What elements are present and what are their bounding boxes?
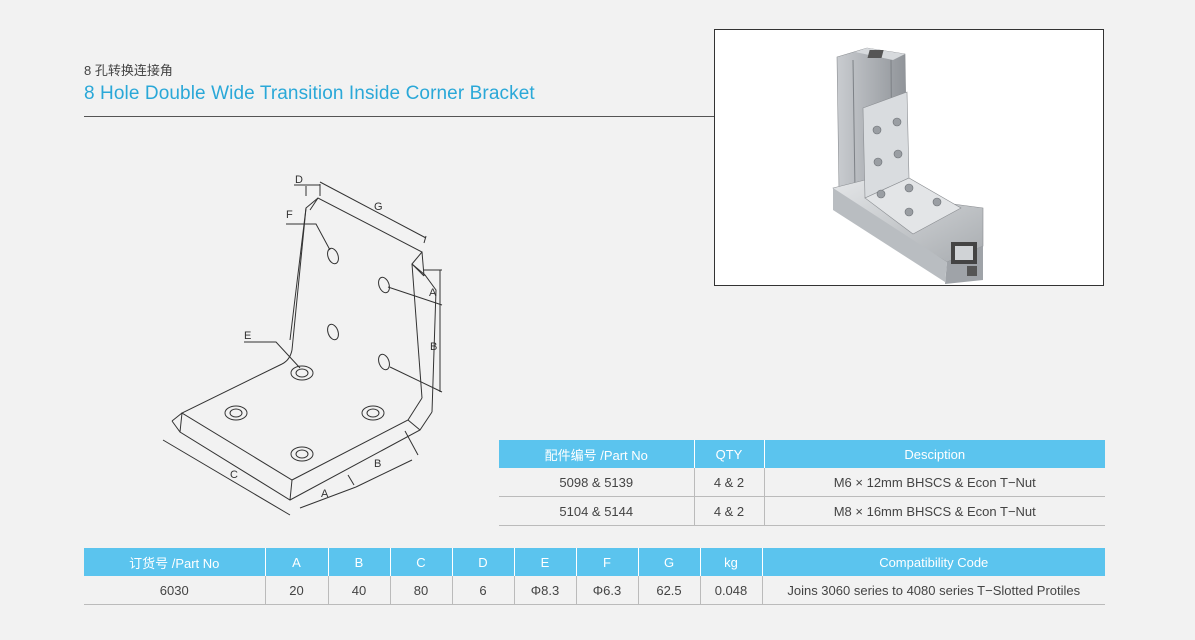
dim-label-f: F [286, 209, 293, 221]
spec-table-header: 订货号 /Part No A B C D E F G kg Compatibil… [84, 548, 1105, 576]
header-description: Desciption [764, 440, 1105, 468]
header-a: A [265, 548, 329, 576]
cell-c: 80 [390, 576, 453, 605]
cell-d: 6 [452, 576, 515, 605]
title-chinese: 8 孔转换连接角 [84, 63, 173, 78]
header-order-no: 订货号 /Part No [84, 548, 266, 576]
page-title: 8 Hole Double Wide Transition Inside Cor… [84, 83, 535, 104]
dim-label-d: D [295, 174, 303, 186]
bracket-technical-drawing: D G F A B E C B A [162, 174, 443, 516]
header-b: B [328, 548, 391, 576]
cell-qty: 4 & 2 [694, 468, 765, 497]
header-d: D [452, 548, 515, 576]
parts-table-header: 配件编号 /Part No QTY Desciption [499, 440, 1105, 468]
header-compatibility: Compatibility Code [762, 548, 1105, 576]
header-g: G [638, 548, 701, 576]
cell-kg: 0.048 [700, 576, 763, 605]
header-f: F [576, 548, 639, 576]
dim-label-g: G [374, 201, 383, 213]
header-kg: kg [700, 548, 763, 576]
dim-label-a-vertical: A [429, 287, 437, 299]
cell-e: Φ8.3 [514, 576, 577, 605]
cell-description: M8 × 16mm BHSCS & Econ T−Nut [764, 496, 1105, 526]
dim-label-b-vertical: B [430, 341, 437, 353]
dim-label-c: C [230, 469, 238, 481]
table-row: 5104 & 5144 4 & 2 M8 × 16mm BHSCS & Econ… [499, 496, 1105, 526]
dim-label-a-base: A [321, 488, 329, 500]
dim-label-b-base: B [374, 458, 381, 470]
cell-qty: 4 & 2 [694, 496, 765, 526]
cell-description: M6 × 12mm BHSCS & Econ T−Nut [764, 468, 1105, 497]
product-photo [714, 29, 1104, 286]
spec-table: 订货号 /Part No A B C D E F G kg Compatibil… [84, 548, 1105, 605]
cell-f: Φ6.3 [576, 576, 639, 605]
cell-order-no: 6030 [84, 576, 266, 605]
cell-part-no: 5104 & 5144 [499, 496, 695, 526]
table-row: 5098 & 5139 4 & 2 M6 × 12mm BHSCS & Econ… [499, 468, 1105, 497]
table-row: 6030 20 40 80 6 Φ8.3 Φ6.3 62.5 0.048 Joi… [84, 576, 1105, 605]
bracket-assembly-illustration [832, 47, 984, 284]
dim-label-e: E [244, 330, 251, 342]
header-c: C [390, 548, 453, 576]
title-divider [84, 116, 716, 117]
header-part-no: 配件编号 /Part No [499, 440, 695, 468]
header-e: E [514, 548, 577, 576]
cell-a: 20 [265, 576, 329, 605]
parts-table: 配件编号 /Part No QTY Desciption 5098 & 5139… [499, 440, 1105, 526]
header-qty: QTY [694, 440, 765, 468]
cell-compatibility: Joins 3060 series to 4080 series T−Slott… [762, 576, 1105, 605]
cell-b: 40 [328, 576, 391, 605]
cell-part-no: 5098 & 5139 [499, 468, 695, 497]
cell-g: 62.5 [638, 576, 701, 605]
